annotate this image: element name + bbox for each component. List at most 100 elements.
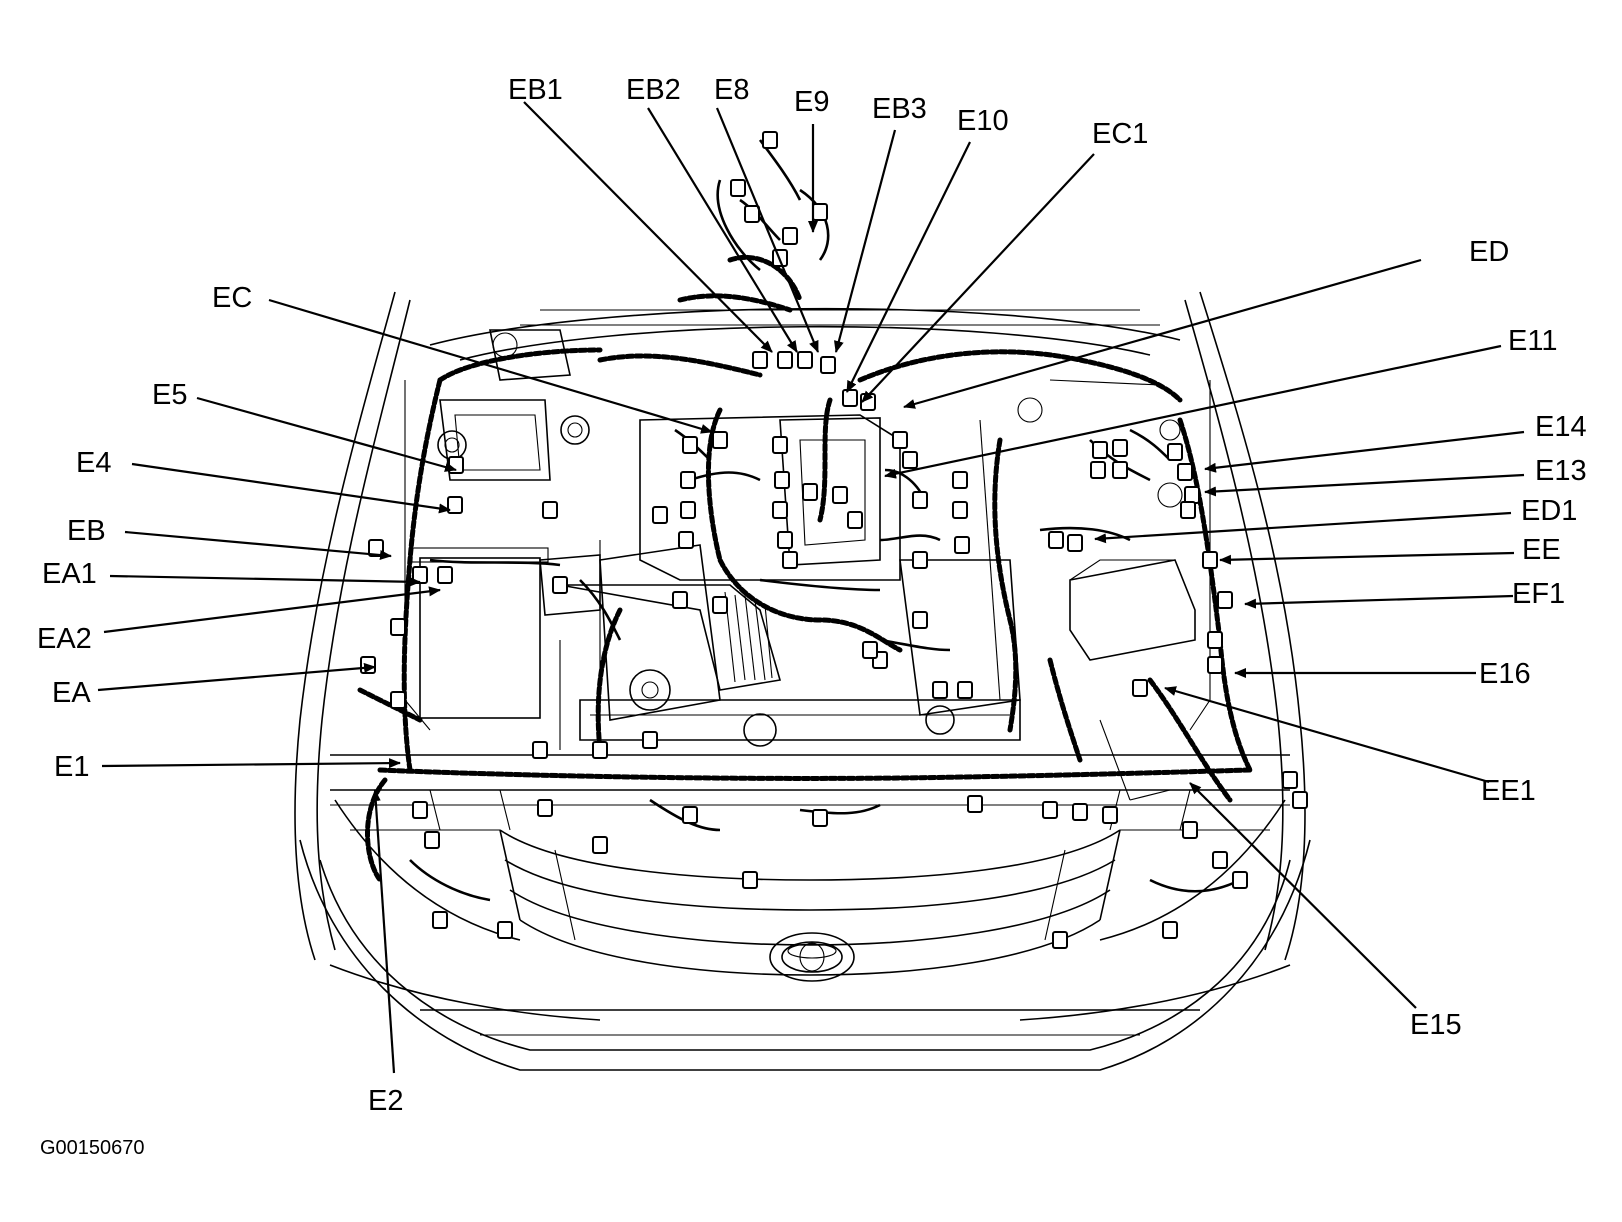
connector-block [932,681,948,699]
connector-block [797,351,813,369]
leader-EB2 [647,107,798,353]
label-E9: E9 [794,86,829,118]
relay-box [1069,559,1196,661]
connector-block [712,431,728,449]
leader-E8 [715,107,820,353]
label-ED1: ED1 [1521,495,1577,527]
label-EC1: EC1 [1092,118,1148,150]
connector-block [912,611,928,629]
leader-ED [903,258,1422,409]
connector-block [730,179,746,197]
connector-block [777,531,793,549]
wiper-motor [489,329,571,381]
label-EF1: EF1 [1512,578,1565,610]
leader-E15 [1189,782,1417,1009]
connector-block [1292,791,1308,809]
connector-block [892,431,908,449]
leader-E13 [1204,473,1525,497]
connector-block [1042,801,1058,819]
leader-EB [124,530,392,560]
connector-block [360,656,376,674]
connector-block [424,831,440,849]
label-E13: E13 [1535,455,1587,487]
alternator-pulley [629,669,671,711]
connectors [360,131,1308,949]
leader-E2 [370,789,396,1074]
connector-block [682,436,698,454]
connector-block [1212,851,1228,869]
connector-block [432,911,448,929]
figure-id: G00150670 [40,1137,145,1159]
connector-block [1072,803,1088,821]
intake-plenum [639,414,901,581]
connector-block [812,809,828,827]
connector-block [1202,551,1218,569]
connector-block [1112,461,1128,479]
leader-EF1 [1244,594,1514,609]
connector-block [842,389,858,407]
connector-block [682,806,698,824]
connector-block [448,456,464,474]
label-E16: E16 [1479,658,1531,690]
connector-block [1177,463,1193,481]
connector-block [678,531,694,549]
connector-block [532,741,548,759]
label-E10: E10 [957,105,1009,137]
label-E2: E2 [368,1085,403,1117]
engine-block [579,699,1021,741]
leader-E1 [101,758,401,769]
label-EA1: EA1 [42,558,97,590]
leader-EB1 [523,101,773,353]
connector-block [412,801,428,819]
label-E15: E15 [1410,1009,1462,1041]
connector-block [1092,441,1108,459]
connector-block [782,227,798,245]
connector-block [832,486,848,504]
connector-block [592,741,608,759]
connector-block [680,471,696,489]
connector-block [390,618,406,636]
leader-EB3 [833,129,897,353]
label-E1: E1 [54,751,89,783]
connector-block [497,921,513,939]
connector-block [812,203,828,221]
connector-block [390,691,406,709]
label-E8: E8 [714,74,749,106]
leader-EA [97,662,376,692]
reservoir-tank [439,399,551,481]
label-E14: E14 [1535,411,1587,443]
leader-EA2 [103,586,441,634]
connector-block [952,471,968,489]
brake-booster [560,415,590,445]
connector-block [902,451,918,469]
leader-E14 [1204,430,1525,473]
connector-block [542,501,558,519]
connector-block [537,799,553,817]
leader-lines [97,101,1525,1074]
connector-block [1207,631,1223,649]
connector-block [412,566,428,584]
connector-block [777,351,793,369]
leader-E11 [884,344,1502,479]
connector-block [447,496,463,514]
connector-block [742,871,758,889]
connector-block [1180,501,1196,519]
label-EE: EE [1522,534,1561,566]
connector-block [957,681,973,699]
connector-block [592,836,608,854]
vehicle-body-outline [294,291,1311,1071]
connector-block [782,551,798,569]
label-E4: E4 [76,447,111,479]
cylinder-head-left [599,544,721,721]
connector-block [1052,931,1068,949]
connector-block [1232,871,1248,889]
connector-block [1207,656,1223,674]
connector-block [437,566,453,584]
label-EB1: EB1 [508,74,563,106]
label-EB: EB [67,515,106,547]
thin-wires [409,139,1241,902]
callout-labels: EB1 EB2 E8 E9 EB3 E10 EC1 ED EC E11 E5 E… [37,74,1587,1117]
connector-block [847,511,863,529]
connector-block [1067,534,1083,552]
